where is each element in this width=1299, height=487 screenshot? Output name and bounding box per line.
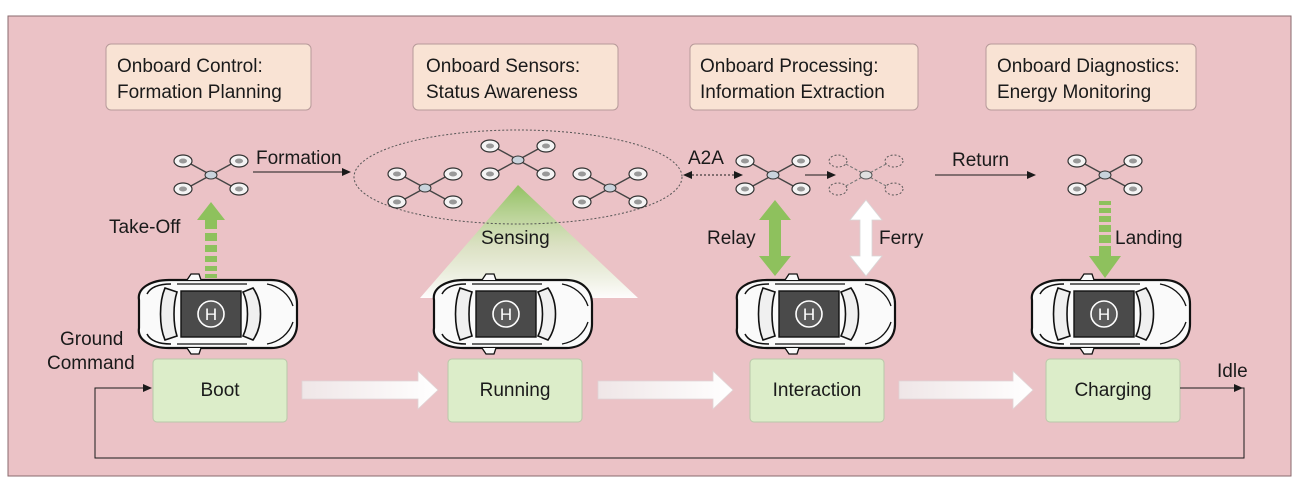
takeoff-arrow <box>197 202 225 278</box>
helipad-label-boot: H <box>205 305 217 324</box>
onboard-box-control: Onboard Control: Formation Planning <box>105 43 312 111</box>
onboard-box-diagnostics: Onboard Diagnostics: Energy Monitoring <box>985 43 1197 111</box>
return-label: Return <box>952 150 1009 171</box>
onboard-box-diagnostics-subtitle: Energy Monitoring <box>997 82 1151 103</box>
flow-arrow-running-interaction <box>597 370 734 410</box>
helipad-label-charging: H <box>1098 305 1110 324</box>
state-boot: Boot <box>152 358 288 423</box>
car-boot: H <box>137 272 299 356</box>
a2a-label: A2A <box>688 148 724 169</box>
onboard-box-processing-subtitle: Information Extraction <box>700 82 885 103</box>
relay-label: Relay <box>707 228 756 249</box>
onboard-box-sensors-subtitle: Status Awareness <box>426 82 578 103</box>
ground-command-label-line1: Ground <box>60 329 123 350</box>
takeoff-label: Take-Off <box>109 217 181 238</box>
sensing-label: Sensing <box>481 228 550 249</box>
ferry-arrow <box>849 199 883 277</box>
onboard-box-diagnostics-title: Onboard Diagnostics: <box>997 56 1180 77</box>
onboard-box-control-title: Onboard Control: <box>117 56 263 77</box>
state-running-label: Running <box>480 380 551 401</box>
ferry-label: Ferry <box>879 228 924 249</box>
state-interaction-label: Interaction <box>773 380 862 401</box>
state-charging-label: Charging <box>1074 380 1151 401</box>
onboard-box-sensors: Onboard Sensors: Status Awareness <box>412 43 619 111</box>
state-running: Running <box>447 358 583 423</box>
state-boot-label: Boot <box>200 380 240 401</box>
onboard-box-sensors-title: Onboard Sensors: <box>426 56 580 77</box>
landing-arrow <box>1089 201 1121 278</box>
onboard-box-processing-title: Onboard Processing: <box>700 56 879 77</box>
formation-label: Formation <box>256 148 342 169</box>
helipad-label-interaction: H <box>803 305 815 324</box>
onboard-box-processing: Onboard Processing: Information Extracti… <box>689 43 919 111</box>
helipad-label-running: H <box>500 305 512 324</box>
state-interaction: Interaction <box>749 358 885 423</box>
formation-ellipse <box>353 129 683 225</box>
car-interaction: H <box>735 272 897 356</box>
state-charging: Charging <box>1045 358 1181 423</box>
flow-arrow-interaction-charging <box>898 370 1034 410</box>
ground-command-label-line2: Command <box>47 353 135 374</box>
car-running: H <box>432 272 594 356</box>
idle-label: Idle <box>1217 361 1248 382</box>
flow-arrow-boot-running <box>301 370 439 410</box>
onboard-box-control-subtitle: Formation Planning <box>117 82 282 103</box>
car-charging: H <box>1030 272 1192 356</box>
landing-label: Landing <box>1115 228 1183 249</box>
relay-arrow <box>759 200 791 276</box>
sensing-beam <box>420 185 638 298</box>
